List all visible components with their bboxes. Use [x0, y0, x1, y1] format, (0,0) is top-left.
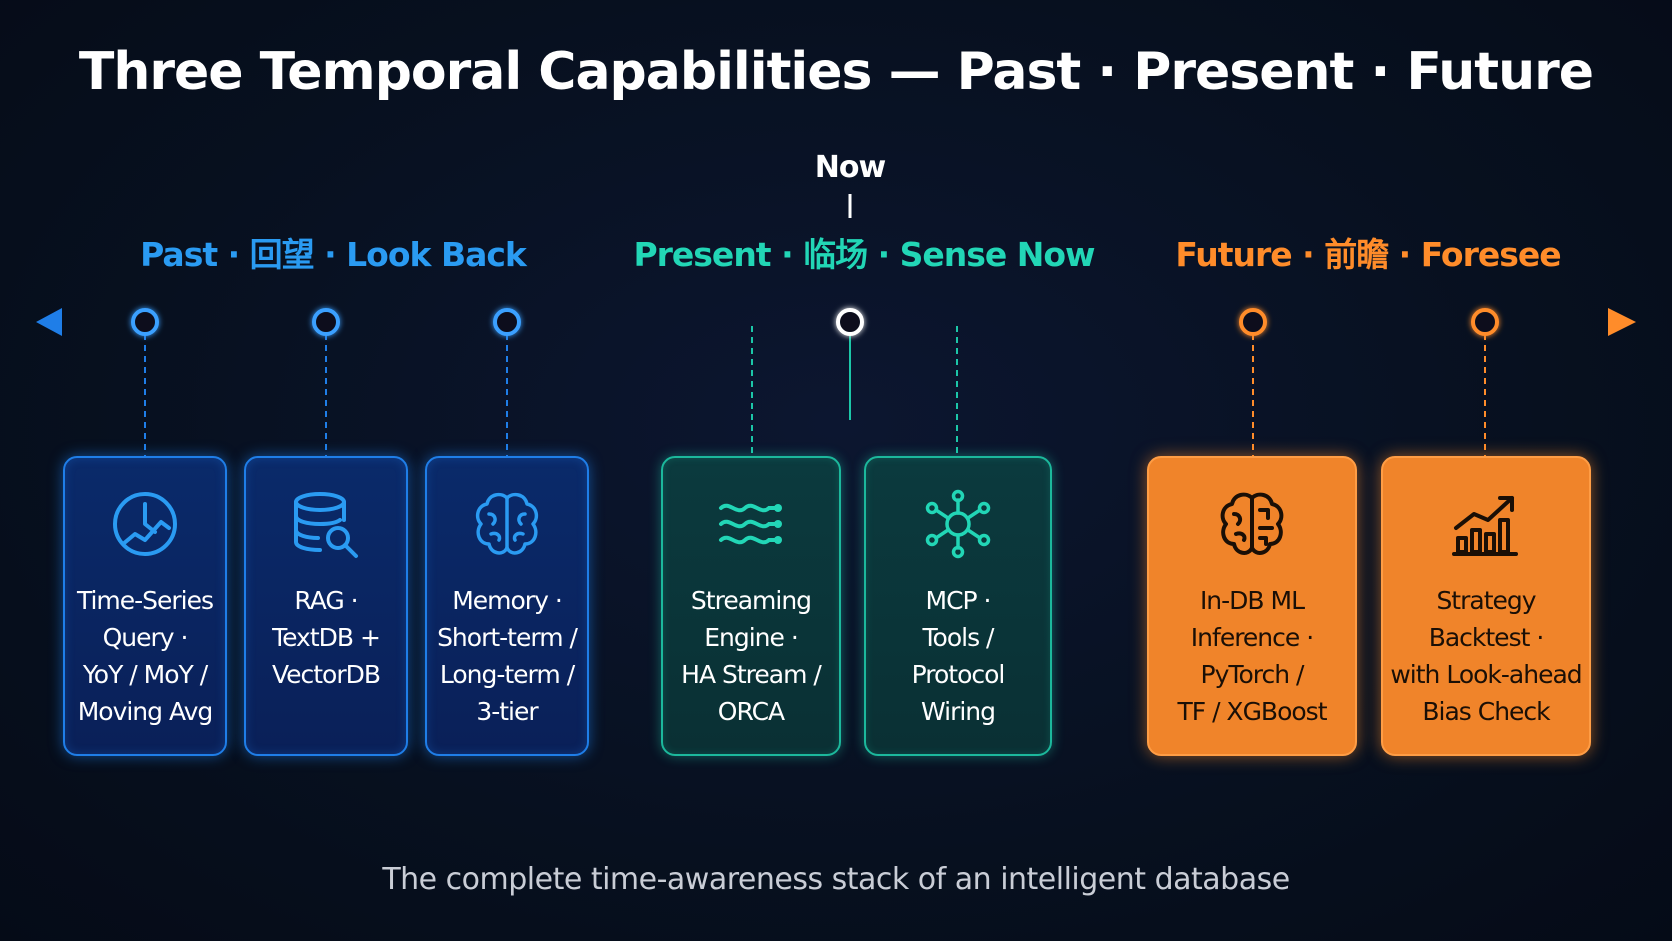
network-hub-icon [925, 489, 991, 559]
phase-label-present: Present · 临场 · Sense Now [633, 235, 1095, 274]
arrow-right-icon [1608, 308, 1636, 336]
timeline-node [1239, 308, 1267, 336]
timeline-node [493, 308, 521, 336]
card-text: In-DB ML Inference · PyTorch / TF / XGBo… [1177, 586, 1327, 726]
time-series-chart-icon [113, 492, 177, 556]
now-label: Now [814, 150, 886, 185]
arrow-left-icon [36, 308, 62, 336]
card-strategy-backtest: Strategy Backtest · with Look-ahead Bias… [1381, 456, 1591, 756]
timeline-node [1471, 308, 1499, 336]
card-text: Streaming Engine · HA Stream / ORCA [681, 586, 822, 726]
card-time-series-query: Time-Series Query · YoY / MoY / Moving A… [63, 456, 227, 756]
card-text: Time-Series Query · YoY / MoY / Moving A… [76, 586, 214, 726]
card-rag: RAG · TextDB + VectorDB [244, 456, 408, 756]
database-search-icon [294, 492, 358, 558]
timeline-node [312, 308, 340, 336]
stream-waves-icon [719, 503, 782, 545]
phase-label-past: Past · 回望 · Look Back [140, 235, 527, 274]
timeline-node [131, 308, 159, 336]
page-title: Three Temporal Capabilities — Past · Pre… [78, 42, 1594, 102]
growth-bar-chart-icon [1452, 496, 1518, 556]
timeline-node-now [836, 308, 864, 336]
card-mcp: MCP · Tools / Protocol Wiring [864, 456, 1052, 756]
phase-label-future: Future · 前瞻 · Foresee [1175, 235, 1561, 274]
card-in-db-ml: In-DB ML Inference · PyTorch / TF / XGBo… [1147, 456, 1357, 756]
card-text: Strategy Backtest · with Look-ahead Bias… [1390, 586, 1582, 726]
card-streaming-engine: Streaming Engine · HA Stream / ORCA [661, 456, 841, 756]
card-memory: Memory · Short-term / Long-term / 3-tier [425, 456, 589, 756]
card-text: Memory · Short-term / Long-term / 3-tier [437, 586, 578, 726]
card-text: MCP · Tools / Protocol Wiring [911, 586, 1006, 726]
subtitle: The complete time-awareness stack of an … [382, 862, 1290, 897]
card-text: RAG · TextDB + VectorDB [271, 586, 381, 689]
ml-brain-icon [1220, 492, 1284, 555]
brain-icon [475, 492, 539, 555]
